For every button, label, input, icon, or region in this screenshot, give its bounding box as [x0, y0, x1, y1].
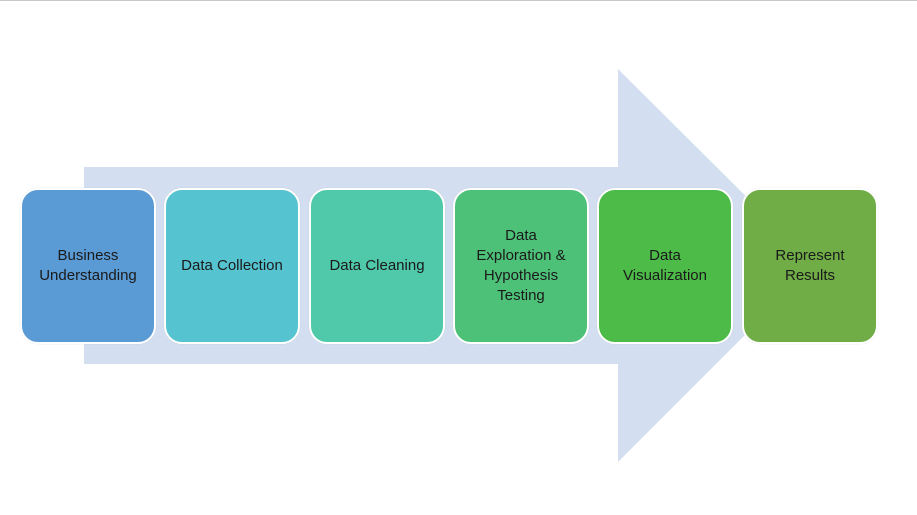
step-data-cleaning: Data Cleaning: [309, 188, 445, 344]
step-data-exploration: Data Exploration & Hypothesis Testing: [453, 188, 589, 344]
top-divider: [0, 0, 917, 1]
step-label: Data Exploration & Hypothesis Testing: [476, 227, 566, 304]
step-label: Data Cleaning: [329, 257, 425, 274]
step-label: Data Visualization: [623, 247, 707, 284]
step-label: Represent Results: [775, 247, 845, 284]
step-label: Business Understanding: [39, 247, 137, 284]
step-label: Data Collection: [181, 257, 283, 274]
step-business-understanding: Business Understanding: [20, 188, 156, 344]
arrow-shape: [84, 69, 815, 462]
step-represent-results: Represent Results: [742, 188, 878, 344]
step-data-visualization: Data Visualization: [597, 188, 733, 344]
step-data-collection: Data Collection: [164, 188, 300, 344]
